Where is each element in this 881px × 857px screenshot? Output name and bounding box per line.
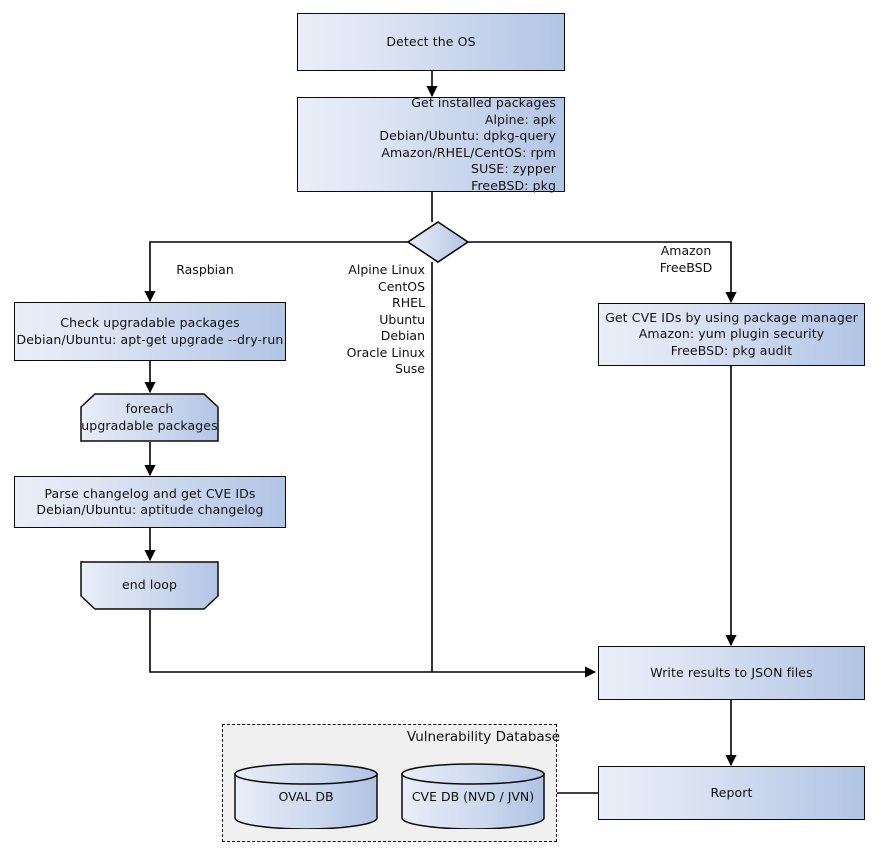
node-detect-os-label: Detect the OS xyxy=(386,33,476,49)
node-write-results-label: Write results to JSON files xyxy=(650,664,813,680)
datastore-cve-db[interactable]: CVE DB (NVD / JVN) xyxy=(400,763,546,830)
node-report[interactable]: Report xyxy=(598,766,865,820)
node-parse-changelog[interactable]: Parse changelog and get CVE IDs Debian/U… xyxy=(14,476,286,528)
branch-label-middle: Alpine Linux CentOS RHEL Ubuntu Debian O… xyxy=(346,262,425,376)
node-detect-os[interactable]: Detect the OS xyxy=(297,13,565,71)
node-check-upgradable-packages-label: Check upgradable packages Debian/Ubuntu:… xyxy=(16,315,284,347)
node-end-loop-label: end loop xyxy=(121,577,178,593)
node-check-upgradable-packages[interactable]: Check upgradable packages Debian/Ubuntu:… xyxy=(14,302,286,361)
node-get-installed-packages-label: Get installed packages Alpine: apk Debia… xyxy=(379,95,556,193)
edge-endloop-to-write xyxy=(149,610,597,678)
node-get-installed-packages[interactable]: Get installed packages Alpine: apk Debia… xyxy=(297,95,565,193)
datastore-oval-db-label: OVAL DB xyxy=(278,789,334,804)
node-foreach-loop[interactable]: foreach upgradable packages xyxy=(80,393,219,442)
branch-label-right: Amazon FreeBSD xyxy=(659,243,713,275)
node-write-results[interactable]: Write results to JSON files xyxy=(598,646,865,700)
node-foreach-loop-label: foreach upgradable packages xyxy=(81,401,218,433)
node-get-cve-ids[interactable]: Get CVE IDs by using package manager Ama… xyxy=(598,303,865,366)
branch-label-left: Raspbian xyxy=(176,262,234,277)
datastore-oval-db[interactable]: OVAL DB xyxy=(233,763,379,830)
datastore-cve-db-label: CVE DB (NVD / JVN) xyxy=(411,789,535,804)
node-get-cve-ids-label: Get CVE IDs by using package manager Ama… xyxy=(605,309,858,358)
decision-diamond[interactable] xyxy=(406,220,470,264)
node-parse-changelog-label: Parse changelog and get CVE IDs Debian/U… xyxy=(36,485,264,518)
node-report-label: Report xyxy=(710,784,753,800)
vulnerability-database-title: Vulnerability Database xyxy=(406,729,560,745)
node-end-loop[interactable]: end loop xyxy=(80,561,219,610)
